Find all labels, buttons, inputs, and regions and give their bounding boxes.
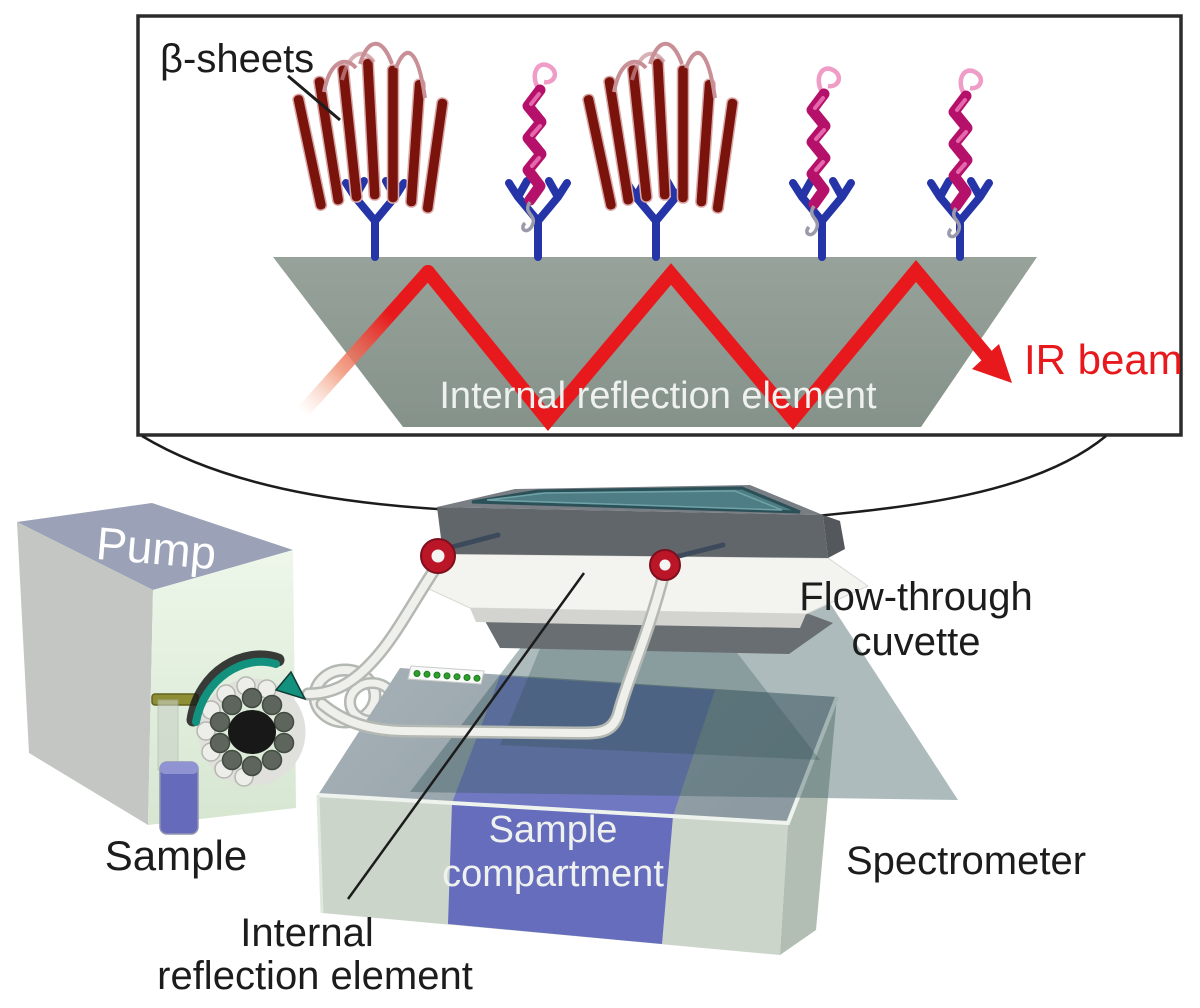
sample-tube-holder <box>157 699 179 771</box>
ir-beam-path <box>421 260 993 431</box>
spectrometer-right-face <box>780 697 837 955</box>
cuvette-fittings <box>420 532 726 581</box>
fitting-left-bore <box>431 549 445 563</box>
led-indicator-icon <box>443 672 451 680</box>
beta-sheets-label: β-sheets <box>160 37 314 81</box>
fitting-right-bore <box>659 559 671 571</box>
ir-beam <box>295 260 1012 431</box>
flow-through-label-line2: cuvette <box>852 620 981 664</box>
wheel-hub <box>228 710 276 754</box>
rotation-arrow-icon <box>186 650 307 727</box>
sample-label: Sample <box>105 832 247 879</box>
flow-cuvette <box>417 485 870 654</box>
pump-label: Pump <box>94 517 218 579</box>
fitting-stub-right <box>672 542 726 560</box>
ire-label-line1: Internal <box>240 911 373 955</box>
pump-left-face <box>17 522 153 825</box>
led-indicator-icon <box>433 671 441 679</box>
wheel-rollers <box>209 687 295 777</box>
led-indicator-icon <box>473 674 481 682</box>
spectrometer-box <box>316 665 839 955</box>
ire-trapezoid <box>273 257 1037 427</box>
sample-compartment-label-line1: Sample <box>489 809 618 851</box>
cuvette-glass-inner <box>486 490 783 511</box>
spectrometer-label: Spectrometer <box>846 839 1086 883</box>
tubing <box>301 559 671 740</box>
pump-top-face <box>17 503 293 590</box>
fitting-stub-left <box>445 532 501 551</box>
sample-compartment-label-line2: compartment <box>442 853 664 895</box>
ir-beam-label: IR beam <box>1024 336 1183 383</box>
ir-beam-fade-tail <box>295 265 435 420</box>
sample-tube <box>159 761 199 835</box>
led-indicator-icon <box>453 673 461 681</box>
cuvette-right-face <box>823 515 845 558</box>
cuvette-front-face <box>437 507 828 558</box>
led-indicator-icon <box>463 674 471 681</box>
inset-panel: β-sheets Internal reflection element IR … <box>136 14 1183 437</box>
cuvette-glass-window <box>471 486 801 514</box>
spectrometer-edge-highlight <box>317 696 839 826</box>
flow-through-label-line1: Flow-through <box>799 575 1032 619</box>
ire-label-line2: reflection element <box>157 954 473 998</box>
ir-beam-arrow-icon <box>972 344 1012 383</box>
pointer-curve-right <box>795 435 1107 520</box>
led-indicator-icon <box>413 670 421 677</box>
ire-inset-label: Internal reflection element <box>439 375 877 417</box>
pointer-line-ire <box>346 572 586 900</box>
scene-labels: Sample Flow-through cuvette Spectrometer… <box>105 575 1086 998</box>
spectrometer-left-edge <box>316 794 324 914</box>
led-strip <box>407 665 485 685</box>
sample-compartment-band <box>448 676 715 944</box>
peristaltic-wheel <box>151 650 307 787</box>
pointer-curve-left <box>141 434 498 514</box>
led-indicator-icon <box>423 670 431 678</box>
pointer-line-beta-sheets <box>287 74 341 122</box>
